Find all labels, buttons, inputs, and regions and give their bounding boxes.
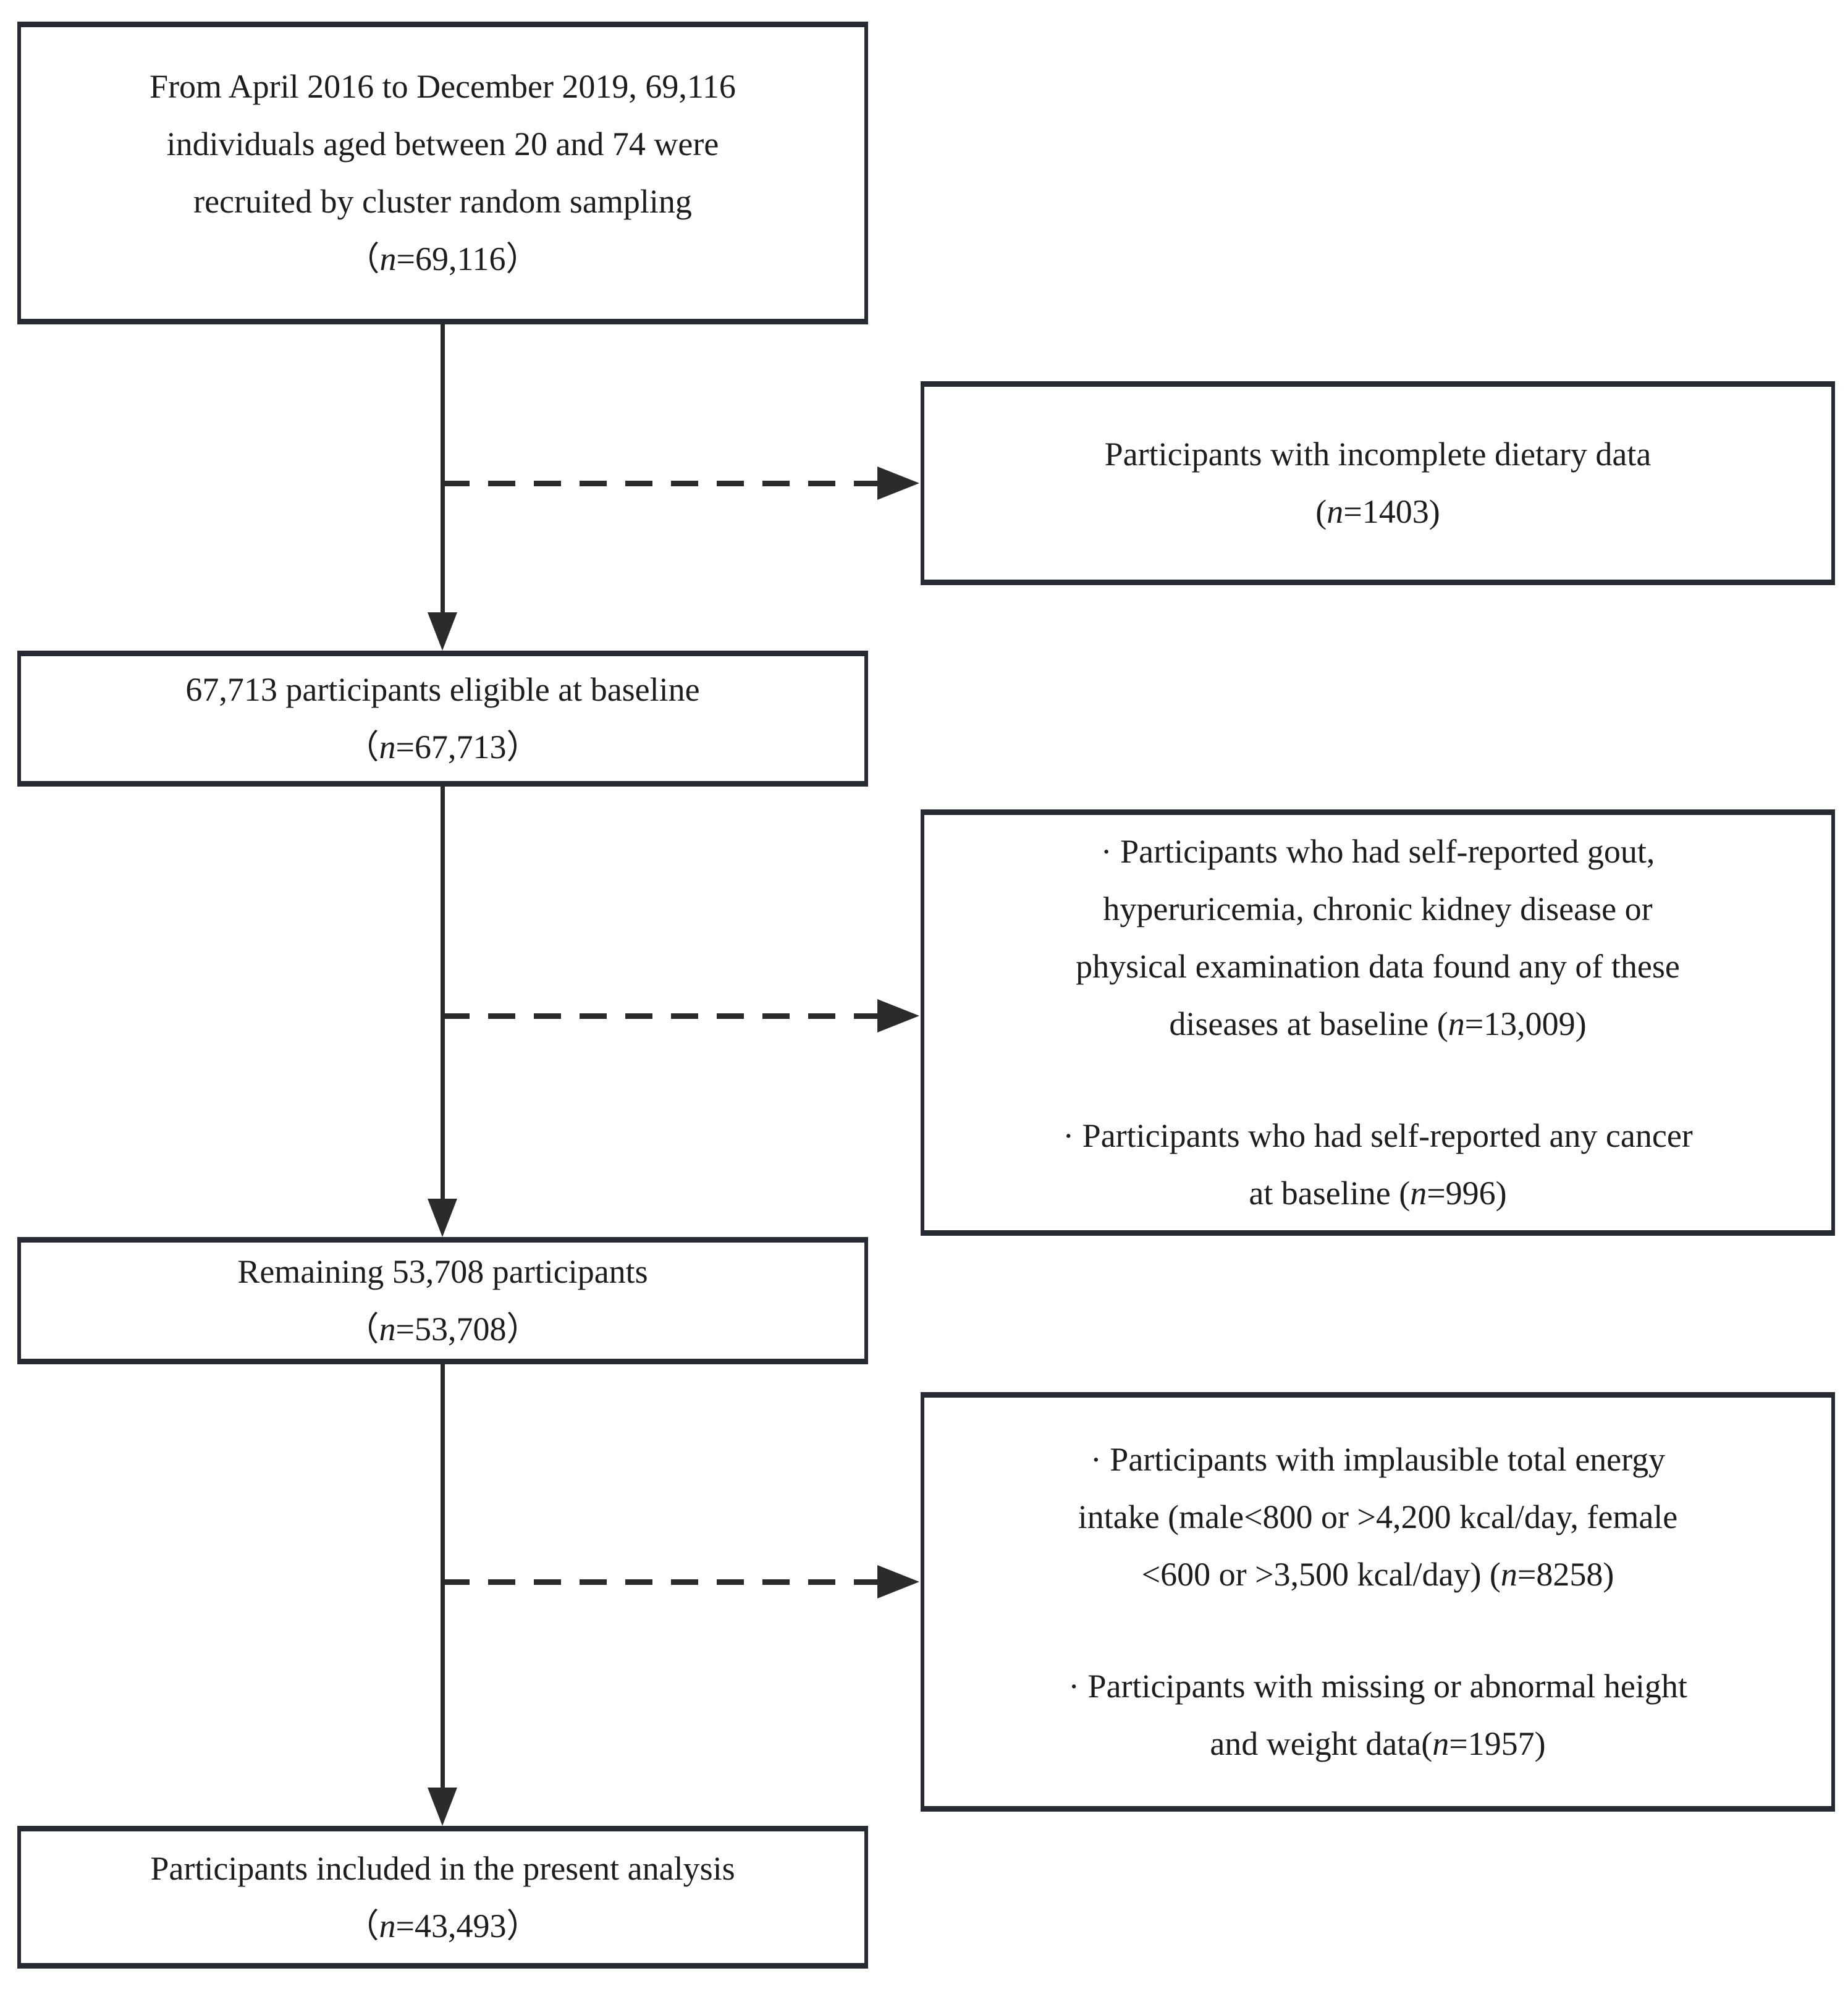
arrow-remaining-to-included-head xyxy=(428,1788,457,1826)
n-variable: n xyxy=(1432,1725,1449,1762)
box-included-n-line: （n=43,493） xyxy=(346,1907,540,1944)
box-excl-dietary-text: Participants with incomplete dietary dat… xyxy=(1105,426,1652,541)
exclusion-text: · Participants who had self-reported any… xyxy=(1063,1117,1693,1212)
n-variable: n xyxy=(379,1311,396,1348)
box-excluded-baseline-disease: · Participants who had self-reported gou… xyxy=(921,809,1835,1236)
box-recruited-n-line: （n=69,116） xyxy=(347,240,539,277)
exclusion-item-cancer: · Participants who had self-reported any… xyxy=(1063,1107,1693,1222)
dashed-arrow-to-baseline-disease-line xyxy=(442,1013,879,1019)
arrow-recruited-to-eligible-head xyxy=(428,612,457,651)
paren-open: ( xyxy=(1315,493,1327,530)
n-value: =67,713） xyxy=(395,728,540,766)
n-value: =69,116） xyxy=(396,240,539,277)
n-value: =13,009) xyxy=(1464,1005,1587,1042)
arrow-eligible-to-remaining-head xyxy=(428,1199,457,1237)
n-value: =8258) xyxy=(1517,1556,1614,1594)
n-variable: n xyxy=(1500,1556,1517,1594)
box-excl-dietary-main: Participants with incomplete dietary dat… xyxy=(1104,436,1652,473)
box-remaining-text: Remaining 53,708 participants （n=53,708） xyxy=(237,1243,648,1358)
arrow-eligible-to-remaining-line xyxy=(441,787,445,1199)
box-included-analysis: Participants included in the present ana… xyxy=(17,1826,868,1969)
box-recruited-main: From April 2016 to December 2019, 69,116… xyxy=(150,68,736,220)
n-variable: n xyxy=(379,1907,396,1944)
box-eligible-main: 67,713 participants eligible at baseline xyxy=(185,671,700,709)
dashed-arrow-to-incomplete-dietary-head xyxy=(877,467,919,500)
arrow-recruited-to-eligible-line xyxy=(441,324,445,612)
dashed-arrow-to-incomplete-dietary-line xyxy=(442,481,879,486)
n-variable: n xyxy=(1448,1005,1465,1042)
n-variable: n xyxy=(1410,1174,1427,1212)
paren-open: （ xyxy=(345,1311,379,1348)
paren-open: （ xyxy=(345,1907,379,1944)
arrow-remaining-to-included-line xyxy=(441,1364,445,1788)
dashed-arrow-to-data-quality-head xyxy=(877,1565,919,1598)
paren-open: （ xyxy=(345,728,379,766)
box-eligible-text: 67,713 participants eligible at baseline… xyxy=(185,661,699,776)
exclusion-text: · Participants with missing or abnormal … xyxy=(1068,1667,1687,1762)
n-value: =1403) xyxy=(1343,493,1440,530)
box-excluded-incomplete-dietary: Participants with incomplete dietary dat… xyxy=(921,381,1835,585)
box-recruited-text: From April 2016 to December 2019, 69,116… xyxy=(150,58,736,288)
dashed-arrow-to-baseline-disease-head xyxy=(877,999,919,1032)
box-excluded-data-quality: · Participants with implausible total en… xyxy=(921,1392,1835,1812)
box-eligible: 67,713 participants eligible at baseline… xyxy=(17,651,868,787)
n-variable: n xyxy=(379,240,397,277)
box-recruited: From April 2016 to December 2019, 69,116… xyxy=(17,22,868,324)
n-variable: n xyxy=(1327,493,1344,530)
box-excl-dietary-n-line: (n=1403) xyxy=(1315,493,1440,530)
exclusion-item-disease: · Participants who had self-reported gou… xyxy=(1076,823,1680,1053)
exclusion-item-energy-intake: · Participants with implausible total en… xyxy=(1078,1431,1678,1603)
dashed-arrow-to-data-quality-line xyxy=(442,1579,879,1585)
n-value: =1957) xyxy=(1449,1725,1546,1762)
box-included-main: Participants included in the present ana… xyxy=(150,1849,735,1887)
n-value: =996) xyxy=(1427,1174,1507,1212)
box-remaining-n-line: （n=53,708） xyxy=(346,1311,540,1348)
box-included-text: Participants included in the present ana… xyxy=(150,1840,735,1955)
n-value: =53,708） xyxy=(395,1311,540,1348)
exclusion-text: · Participants with implausible total en… xyxy=(1078,1441,1678,1594)
paren-open: （ xyxy=(346,240,380,277)
exclusion-text: · Participants who had self-reported gou… xyxy=(1076,833,1680,1042)
box-remaining-main: Remaining 53,708 participants xyxy=(237,1253,648,1291)
box-eligible-n-line: （n=67,713） xyxy=(346,728,540,766)
exclusion-item-height-weight: · Participants with missing or abnormal … xyxy=(1068,1658,1687,1773)
n-value: =43,493） xyxy=(395,1907,540,1944)
box-remaining: Remaining 53,708 participants （n=53,708） xyxy=(17,1237,868,1364)
n-variable: n xyxy=(379,728,396,766)
